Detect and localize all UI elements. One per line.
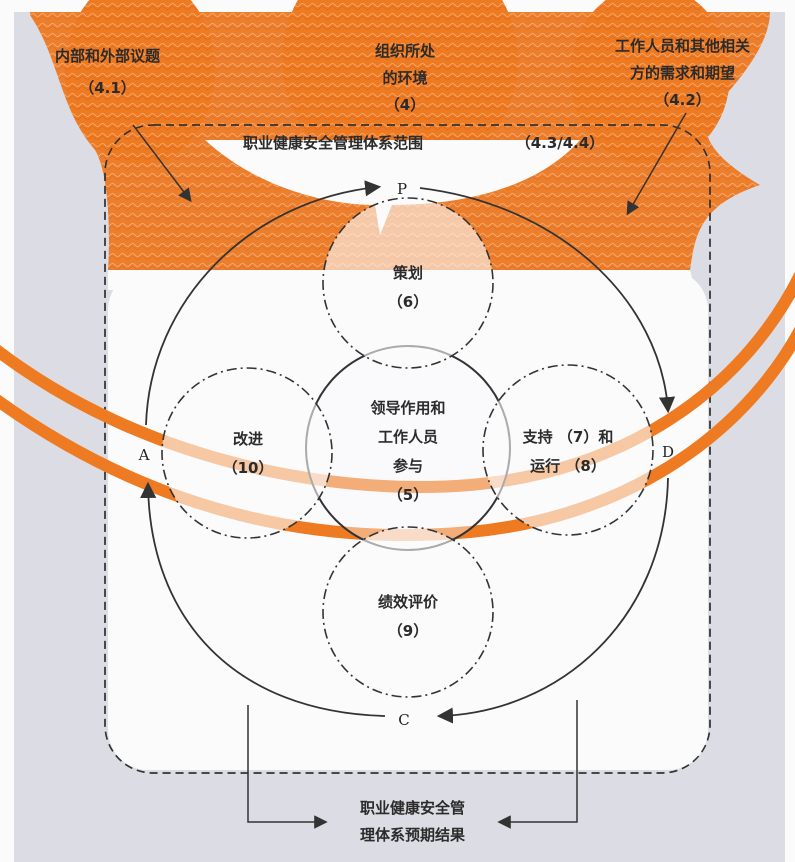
pdca-d: D [661, 443, 675, 461]
support-line-2: 运行 （8） [530, 457, 606, 475]
arrow-issues [132, 124, 192, 203]
parties-ref: （4.2） [654, 91, 711, 109]
support-line-1: 支持 （7）和 [522, 428, 614, 446]
leadership-circle [305, 345, 511, 551]
arrow-c-to-a [140, 481, 386, 717]
planning-circle [322, 197, 494, 369]
scope-label: 职业健康安全管理体系范围 [242, 134, 423, 152]
context-ref: （4） [384, 96, 426, 114]
pdca-c: C [398, 711, 410, 729]
center-line-1: 领导作用和 [370, 399, 446, 417]
center-ref: （5） [387, 486, 429, 504]
arrow-outcome-left [247, 705, 328, 829]
planning-label: 策划 [392, 264, 423, 282]
parties-label-2: 方的需求和期望 [629, 64, 735, 82]
arrow-d-to-c [436, 477, 669, 724]
context-label-1: 组织所处 [374, 42, 435, 60]
parties-label-1: 工作人员和其他相关 [614, 37, 750, 55]
arrow-parties [626, 112, 687, 216]
outcome-line-2: 理体系预期结果 [359, 826, 465, 844]
issues-label: 内部和外部议题 [54, 47, 160, 65]
pdca-p: P [396, 180, 408, 198]
pdca-a: A [138, 446, 150, 464]
evaluation-label: 绩效评价 [377, 593, 438, 611]
issues-ref: （4.1） [79, 79, 136, 97]
arrow-outcome-right [497, 700, 578, 829]
arrow-p-to-d [419, 187, 676, 414]
improvement-ref: （10） [222, 459, 274, 477]
scope-ref: （4.3/4.4） [515, 134, 605, 152]
improvement-label: 改进 [232, 430, 263, 448]
support-operation-circle [482, 364, 654, 536]
center-line-2: 工作人员 [377, 428, 438, 446]
planning-ref: （6） [387, 293, 429, 311]
arrow-a-to-p [145, 180, 382, 426]
improvement-circle [161, 367, 333, 539]
evaluation-circle [322, 526, 494, 698]
context-label-2: 的环境 [382, 69, 428, 87]
outcome-line-1: 职业健康安全管 [359, 799, 465, 817]
center-line-3: 参与 [392, 457, 423, 475]
evaluation-ref: （9） [387, 622, 429, 640]
